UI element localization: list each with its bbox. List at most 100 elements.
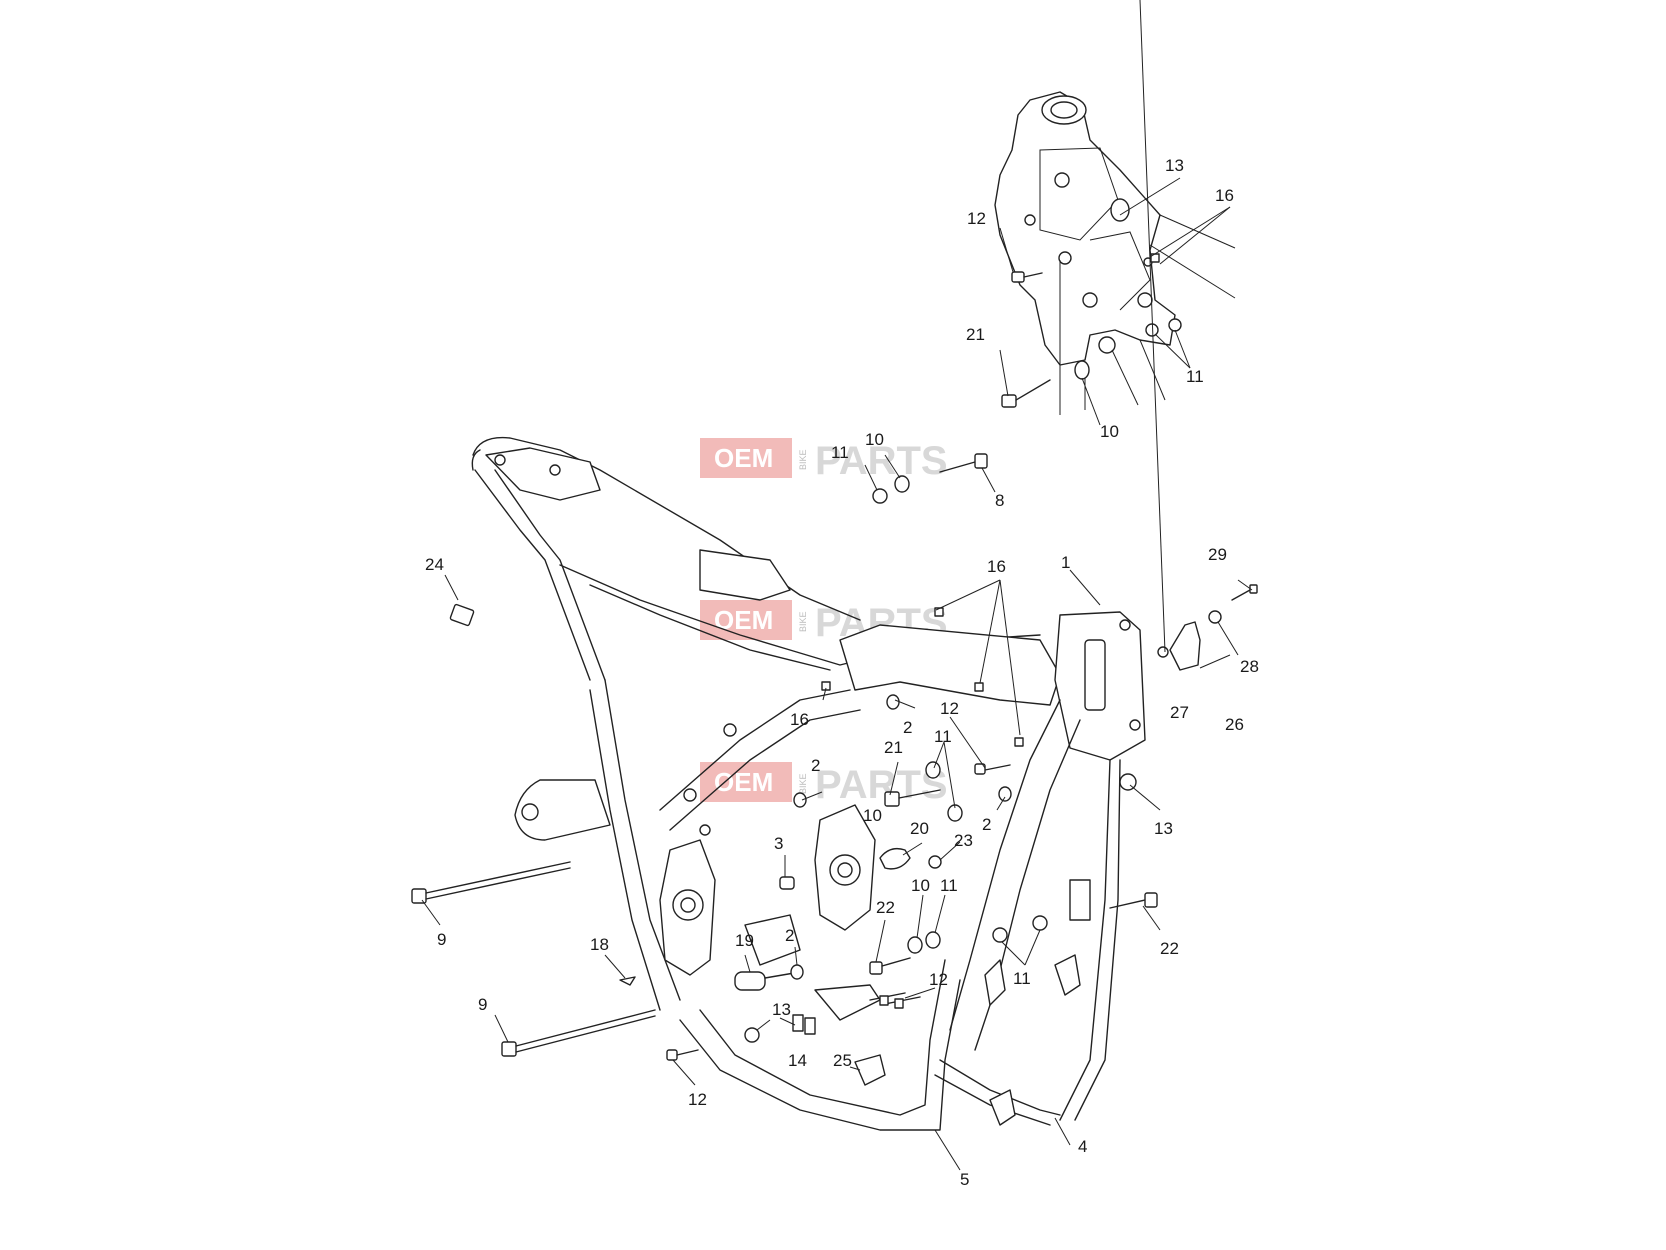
washer-10-detail: [1074, 360, 1090, 380]
svg-text:PARTS: PARTS: [815, 439, 948, 483]
clip-23: [928, 855, 942, 869]
bracket-26: [1169, 621, 1201, 671]
watermark-1: OEM BIKE PARTS: [700, 438, 948, 483]
callout-16-b: 16: [987, 557, 1006, 576]
svg-text:BIKE: BIKE: [798, 773, 808, 794]
callout-26: 26: [1225, 715, 1244, 734]
callout-10-d: 10: [911, 876, 930, 895]
callout-11-a: 11: [1186, 367, 1204, 386]
nut-11-right-b: [1032, 915, 1048, 931]
hardware: [411, 453, 1258, 1086]
callout-labels: 1 2 2 2 2 3 4 5 8 9 9 10 10 10 10 11 11 …: [425, 156, 1259, 1189]
headstock: [1054, 611, 1146, 761]
callout-10-c: 10: [863, 806, 882, 825]
callout-16-c: 16: [790, 710, 809, 729]
callout-21-a: 21: [966, 325, 985, 344]
bush-2-c: [998, 786, 1012, 802]
bolt-12-detail: [1011, 271, 1043, 283]
callout-12-b: 12: [940, 699, 959, 718]
main-frame: [471, 436, 1146, 1131]
svg-text:BIKE: BIKE: [798, 449, 808, 470]
watermark-2: OEM BIKE PARTS: [700, 600, 948, 645]
callout-13-a: 13: [1165, 156, 1184, 175]
nut-11-low: [925, 931, 941, 949]
svg-text:BIKE: BIKE: [798, 611, 808, 632]
leader-lines: [421, 0, 1253, 1171]
callout-4: 4: [1078, 1137, 1087, 1156]
bolt-8: [939, 453, 988, 473]
callout-24: 24: [425, 555, 444, 574]
plug-16-b: [974, 682, 984, 692]
plug-16-c: [1014, 737, 1024, 747]
callout-13-c: 13: [772, 1000, 791, 1019]
callout-13-b: 13: [1154, 819, 1173, 838]
watermark-3: OEM BIKE PARTS: [700, 762, 948, 807]
bolt-12-low: [666, 1049, 699, 1061]
callout-9-a: 9: [437, 930, 446, 949]
callout-12-d: 12: [688, 1090, 707, 1109]
callout-2-c: 2: [982, 815, 991, 834]
headstock-detail-view: [994, 91, 1236, 415]
callout-2-b: 2: [811, 756, 820, 775]
nut-13-right: [1119, 773, 1137, 791]
washer-10-top: [894, 475, 910, 493]
callout-11-c: 11: [934, 727, 952, 746]
nut-11-right-a: [992, 927, 1008, 943]
callout-22-b: 22: [876, 898, 895, 917]
cap-24: [449, 603, 475, 627]
nut-11-top: [872, 488, 888, 504]
callout-9-b: 9: [478, 995, 487, 1014]
callout-19: 19: [735, 931, 754, 950]
callout-1: 1: [1061, 553, 1070, 572]
callout-10-b: 10: [865, 430, 884, 449]
bush-2-a: [886, 694, 900, 710]
spacer-3: [779, 876, 795, 890]
callout-3: 3: [774, 834, 783, 853]
nut-11-mid: [925, 761, 941, 779]
callout-16-a: 16: [1215, 186, 1234, 205]
bush-2-b: [793, 792, 807, 808]
callout-22-a: 22: [1160, 939, 1179, 958]
bush-2-d: [790, 964, 804, 980]
bush-19: [734, 971, 801, 991]
washer-10-low: [907, 936, 923, 954]
callout-18: 18: [590, 935, 609, 954]
callout-10-a: 10: [1100, 422, 1119, 441]
cover-25: [854, 1054, 886, 1086]
callout-8: 8: [995, 491, 1004, 510]
grommet-20: [879, 847, 911, 870]
nut-27: [1157, 646, 1169, 658]
svg-text:OEM: OEM: [714, 605, 773, 635]
callout-12-c: 12: [929, 970, 948, 989]
nut-13-low: [744, 1027, 760, 1043]
callout-27: 27: [1170, 703, 1189, 722]
svg-text:OEM: OEM: [714, 767, 773, 797]
callout-2-a: 2: [903, 718, 912, 737]
svg-text:OEM: OEM: [714, 443, 773, 473]
callout-21-b: 21: [884, 738, 903, 757]
bolt-21-mid: [884, 789, 941, 807]
clip-14-b: [804, 1017, 816, 1035]
bolt-9-upper: [411, 861, 571, 904]
callout-14: 14: [788, 1051, 807, 1070]
bolt-29: [1231, 584, 1258, 601]
callout-25: 25: [833, 1051, 852, 1070]
callout-11-e: 11: [1013, 969, 1031, 988]
callout-11-b: 11: [831, 443, 849, 462]
plug-16-a: [934, 607, 944, 617]
bolt-9-lower: [501, 1009, 656, 1057]
callout-23: 23: [954, 831, 973, 850]
callout-5: 5: [960, 1170, 969, 1189]
callout-11-d: 11: [940, 876, 958, 895]
nut-11-detail-b: [1168, 318, 1182, 332]
bolts-12-pair: [869, 992, 921, 1009]
bolt-12-mid: [974, 763, 1011, 775]
callout-29: 29: [1208, 545, 1227, 564]
callout-20: 20: [910, 819, 929, 838]
bolt-21-detail: [1001, 379, 1051, 408]
callout-28: 28: [1240, 657, 1259, 676]
clip-14-a: [792, 1014, 804, 1032]
callout-12-a: 12: [967, 209, 986, 228]
bolt-22-right: [1109, 892, 1158, 909]
